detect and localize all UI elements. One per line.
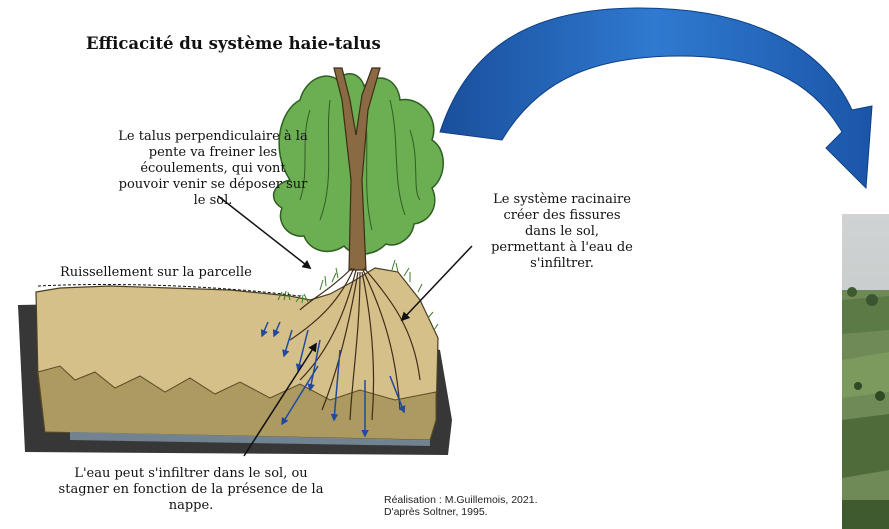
pointer-arrow-racinaire [402,246,472,320]
annotation-racinaire: Le système racinaire créer des fissures … [486,192,638,272]
curved-arrow [440,8,872,188]
credit: Réalisation : M.Guillemois, 2021. D'aprè… [384,494,538,518]
annotation-ruissellement: Ruissellement sur la parcelle [60,265,300,281]
annotation-talus: Le talus perpendiculaire à la pente va f… [118,129,308,209]
credit-line-1: Réalisation : M.Guillemois, 2021. [384,494,538,506]
diagram-title: Efficacité du système haie-talus [86,34,381,53]
landscape-photo [842,214,889,529]
annotation-eau: L'eau peut s'infiltrer dans le sol, ou s… [56,466,326,514]
credit-line-2: D'après Soltner, 1995. [384,506,538,518]
